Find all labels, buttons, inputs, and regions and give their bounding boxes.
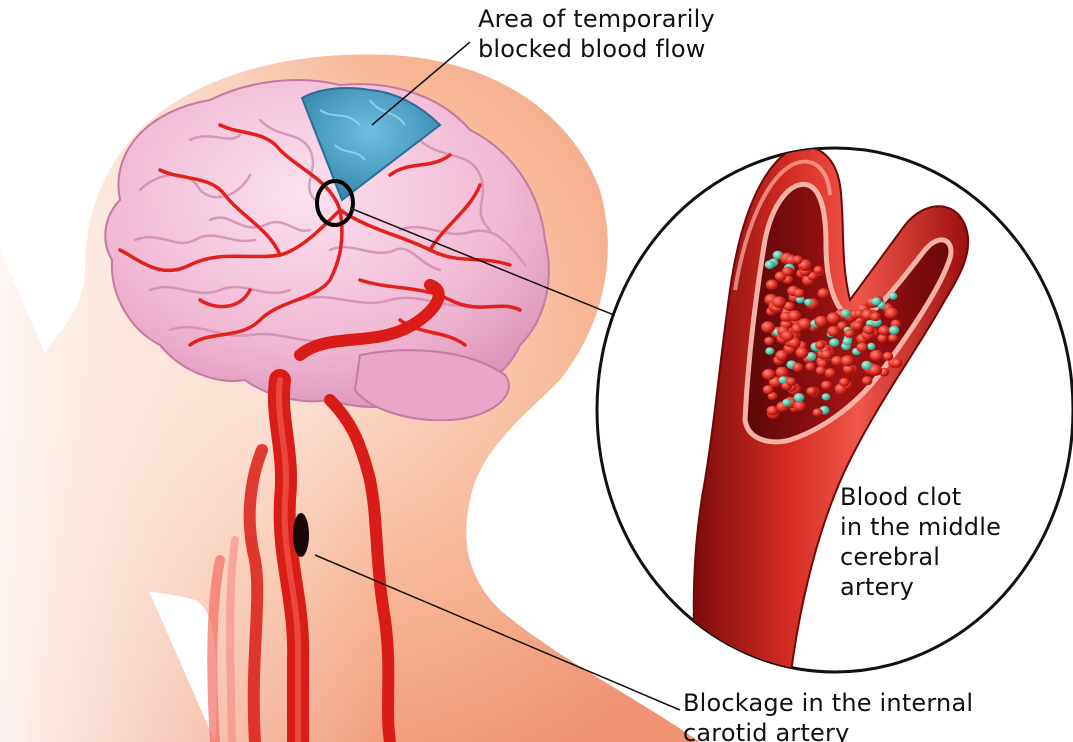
red-blood-cell [888, 334, 898, 343]
label-blocked-area: Area of temporarily blocked blood flow [478, 4, 715, 64]
red-blood-cell [762, 369, 775, 380]
red-blood-cell [878, 325, 890, 335]
platelet [765, 347, 774, 355]
platelet [841, 309, 851, 317]
platelet [822, 393, 831, 400]
red-blood-cell [793, 401, 806, 412]
red-blood-cell [806, 387, 817, 396]
red-blood-cell [782, 267, 793, 277]
red-blood-cell [763, 385, 774, 394]
platelet [889, 292, 898, 299]
red-blood-cell [862, 376, 873, 385]
red-blood-cell [814, 266, 824, 275]
red-blood-cell [766, 280, 778, 291]
label-blood-clot-line1: Blood clot [840, 482, 1001, 512]
red-blood-cell [827, 326, 840, 337]
label-blood-clot-line4: artery [840, 572, 1001, 602]
label-carotid-blockage-line1: Blockage in the internal [683, 688, 973, 718]
red-blood-cell [825, 368, 837, 378]
platelet [867, 343, 875, 350]
label-carotid-blockage: Blockage in the internal carotid artery [683, 688, 973, 742]
red-blood-cell [792, 363, 803, 372]
carotid-blockage [293, 513, 309, 557]
platelet [872, 297, 882, 305]
label-blood-clot-line3: cerebral [840, 542, 1001, 572]
red-blood-cell [764, 337, 774, 346]
red-blood-cell [775, 350, 788, 361]
red-blood-cell [821, 381, 832, 390]
label-blocked-area-line1: Area of temporarily [478, 4, 715, 34]
red-blood-cell [863, 325, 875, 335]
red-blood-cell [776, 367, 789, 378]
red-blood-cell [794, 289, 805, 298]
label-blocked-area-line2: blocked blood flow [478, 34, 715, 64]
platelet [843, 337, 853, 345]
red-blood-cell [818, 288, 830, 298]
platelet [765, 260, 775, 269]
red-blood-cell [856, 343, 868, 353]
red-blood-cell [844, 329, 855, 338]
red-blood-cell [793, 255, 803, 264]
red-blood-cell [827, 312, 841, 324]
platelet [794, 393, 805, 402]
red-blood-cell [816, 366, 826, 375]
label-blood-clot-line2: in the middle [840, 512, 1001, 542]
red-blood-cell [781, 331, 794, 342]
red-blood-cell [815, 341, 825, 350]
red-blood-cell [814, 316, 828, 328]
platelet [889, 326, 899, 335]
red-blood-cell [795, 347, 808, 358]
red-blood-cell [885, 308, 899, 320]
red-blood-cell [813, 408, 823, 417]
red-blood-cell [761, 321, 775, 333]
red-blood-cell [870, 312, 881, 321]
label-carotid-blockage-line2: carotid artery [683, 718, 973, 742]
platelet [782, 399, 791, 407]
red-blood-cell [821, 350, 833, 360]
red-blood-cell [798, 318, 812, 330]
red-blood-cell [853, 321, 863, 330]
red-blood-cell [805, 362, 815, 371]
platelet [861, 361, 872, 370]
platelet [804, 299, 813, 306]
label-blood-clot: Blood clot in the middle cerebral artery [840, 482, 1001, 602]
red-blood-cell [883, 352, 894, 361]
red-blood-cell [786, 377, 796, 386]
red-blood-cell [841, 355, 854, 366]
red-blood-cell [870, 350, 884, 362]
red-blood-cell [839, 378, 849, 387]
red-blood-cell [788, 310, 801, 321]
red-blood-cell [772, 296, 786, 308]
red-blood-cell [891, 358, 902, 367]
